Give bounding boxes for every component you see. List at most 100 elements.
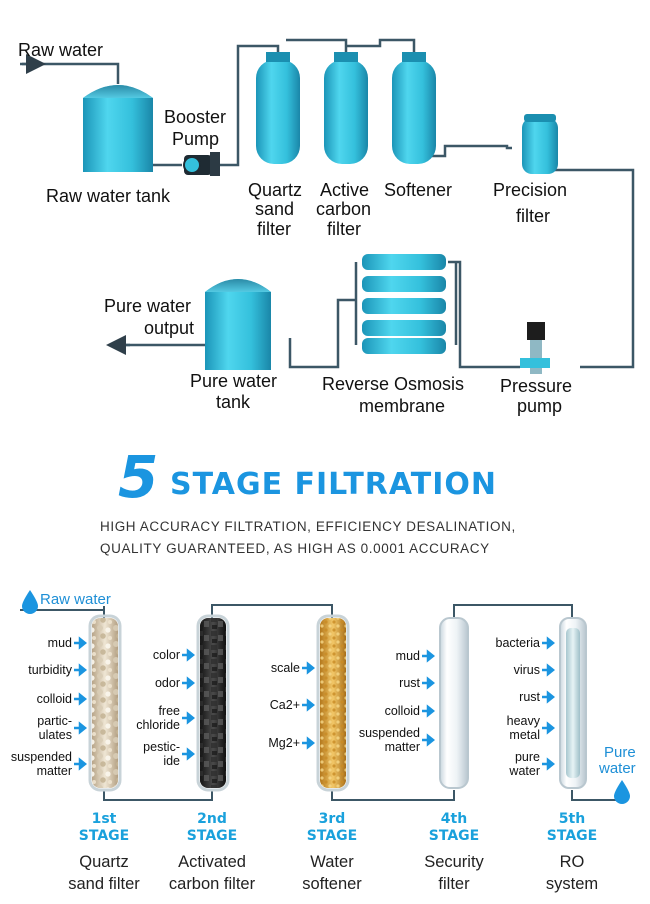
- stage-3-item-text: Ca2+: [270, 698, 300, 712]
- stage-3-item-text: scale: [271, 661, 300, 675]
- pressure-pump-label-1: Pressure: [500, 376, 572, 396]
- arrow-right-icon: [542, 636, 556, 650]
- stage-2-item-text: ide: [163, 754, 180, 768]
- arrow-right-icon: [74, 721, 88, 735]
- stage-2-number: 2nd: [197, 811, 227, 827]
- ro-membrane-label-2: membrane: [359, 396, 445, 416]
- stage-1-item-text: matter: [37, 764, 72, 778]
- stage-1-number: 1st: [92, 811, 117, 827]
- raw-water-tank: [83, 85, 153, 172]
- raw-water-drop-icon: [22, 590, 38, 614]
- stage-4-item-text: rust: [399, 676, 420, 690]
- quartz-sand-filter-vessel: [256, 52, 300, 164]
- stage-1-item-text: partic-: [37, 714, 72, 728]
- stage-1-item-text: suspended: [11, 750, 72, 764]
- headline-sub-2: QUALITY GUARANTEED, AS HIGH AS 0.0001 AC…: [100, 541, 490, 556]
- stage-1-item: mud: [48, 636, 88, 650]
- stage-3-word: STAGE: [307, 828, 357, 844]
- raw-water-label: Raw water: [18, 40, 103, 60]
- stage-contaminant-labels: mud turbidity colloid partic-ulates suspende…: [11, 636, 556, 778]
- stage-4-item-text: colloid: [385, 704, 420, 718]
- arrow-right-icon: [542, 757, 556, 771]
- quartz-label-2: sand: [255, 199, 294, 219]
- arrow-right-icon: [542, 690, 556, 704]
- stage-3-item: Ca2+: [270, 698, 316, 712]
- stage-5-item-text: metal: [509, 728, 540, 742]
- stage-4-word: STAGE: [429, 828, 479, 844]
- pressure-pump-label-2: pump: [517, 396, 562, 416]
- stage-4-name-1: Security: [424, 853, 484, 871]
- arrow-right-icon: [302, 736, 316, 750]
- stage-5-word: STAGE: [547, 828, 597, 844]
- stage-1-item: colloid: [37, 692, 88, 706]
- arrow-right-icon: [182, 711, 196, 725]
- arrow-right-icon: [422, 733, 436, 747]
- stage-4-item: colloid: [385, 704, 436, 718]
- stage-1-item-text: turbidity: [28, 663, 73, 677]
- stage-3-item: scale: [271, 661, 316, 675]
- stage-1-name-1: Quartz: [79, 853, 129, 871]
- headline: 5 STAGE FILTRATION HIGH ACCURACY FILTRAT…: [100, 443, 516, 556]
- stage-4-name-2: filter: [438, 875, 470, 893]
- stage-5-name-2: system: [546, 875, 598, 893]
- pure-water-tank: [205, 279, 271, 370]
- pure-water-drop-icon: [614, 780, 630, 804]
- stage-5-number: 5th: [559, 811, 585, 827]
- stage-3-number: 3rd: [319, 811, 346, 827]
- ro-membrane-label-1: Reverse Osmosis: [322, 374, 464, 394]
- stage-3-item: Mg2+: [268, 736, 316, 750]
- pure-water-output-label-2: output: [144, 318, 194, 338]
- stage-4-item: mud: [396, 649, 436, 663]
- quartz-label-3: filter: [257, 219, 291, 239]
- arrow-right-icon: [74, 636, 88, 650]
- precision-filter-label-2: filter: [516, 206, 550, 226]
- stage-5-item-text: rust: [519, 690, 540, 704]
- stage-1-name-2: sand filter: [68, 875, 140, 893]
- stage-4-number: 4th: [441, 811, 467, 827]
- precision-filter-vessel: [522, 114, 558, 174]
- stage-5-item: virus: [514, 663, 556, 677]
- arrow-right-icon: [542, 721, 556, 735]
- arrow-right-icon: [302, 698, 316, 712]
- stage-1-item-text: ulates: [39, 728, 72, 742]
- stage-2-item: odor: [155, 676, 196, 690]
- quartz-label-1: Quartz: [248, 180, 302, 200]
- stage-5-name-1: RO: [560, 853, 585, 871]
- stage-2-name-2: carbon filter: [169, 875, 256, 893]
- raw-water-title: Raw water: [40, 591, 111, 608]
- arrow-right-icon: [182, 676, 196, 690]
- stage-3-name-1: Water: [310, 853, 354, 871]
- arrow-right-icon: [422, 704, 436, 718]
- arrow-right-icon: [302, 661, 316, 675]
- arrow-right-icon: [74, 757, 88, 771]
- stage-4-item-text: suspended: [359, 726, 420, 740]
- stage-4-item: rust: [399, 676, 436, 690]
- stage-3-item-text: Mg2+: [268, 736, 300, 750]
- carbon-label-1: Active: [320, 180, 369, 200]
- stage-2-item: color: [153, 648, 196, 662]
- softener-label: Softener: [384, 180, 452, 200]
- stage-2-item-text: free: [158, 704, 180, 718]
- pure-water-output-label-1: Pure water: [104, 296, 191, 316]
- arrow-right-icon: [422, 649, 436, 663]
- active-carbon-filter-vessel: [324, 52, 368, 164]
- process-labels: Raw water Raw water tank Booster Pump Qu…: [18, 40, 572, 416]
- stage-pipes: [20, 604, 622, 801]
- stage-2-item-text: pestic-: [143, 740, 180, 754]
- stage-5-item-text: water: [508, 764, 540, 778]
- booster-pump-label-2: Pump: [172, 129, 219, 149]
- arrow-right-icon: [182, 648, 196, 662]
- stage-5-item-text: bacteria: [496, 636, 541, 650]
- stage-4-cartridge: [439, 617, 469, 789]
- process-pipes: [22, 38, 635, 369]
- headline-sub-1: HIGH ACCURACY FILTRATION, EFFICIENCY DES…: [100, 519, 516, 534]
- stage-2-item-text: color: [153, 648, 180, 662]
- stage-3-name-2: softener: [302, 875, 362, 893]
- carbon-label-2: carbon: [316, 199, 371, 219]
